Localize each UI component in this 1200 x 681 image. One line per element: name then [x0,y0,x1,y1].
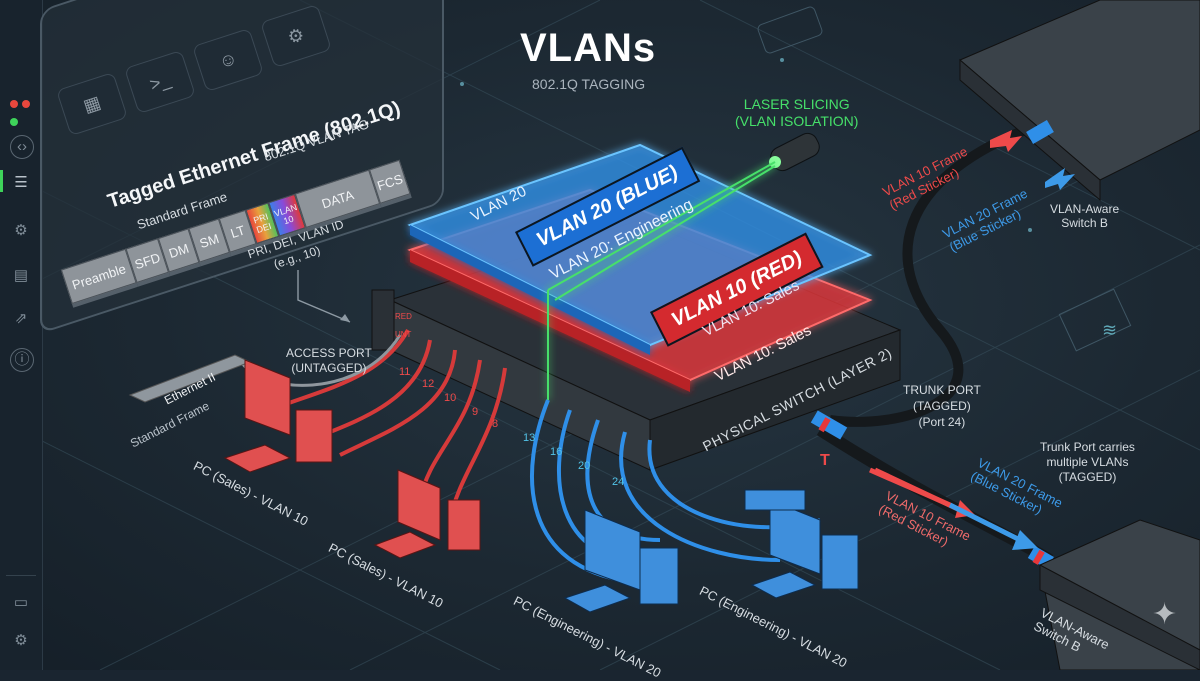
trunk-port-label: TRUNK PORT (TAGGED) (Port 24) [903,382,981,430]
pc-sales-2 [373,469,481,559]
pc-sales-1 [223,359,333,473]
trunk-marker: T [820,452,830,469]
list-icon[interactable]: ☰ [14,174,28,191]
frame-arrows [868,130,1075,550]
code-icon[interactable]: ‹› [10,135,34,159]
page-title: VLANs [520,26,657,70]
switch-b-top [959,0,1200,202]
access-port-line1: ACCESS PORT [286,346,372,360]
sidebar: ‹› ☰ ⚙ ▤ ⇗ ⓘ ▭ ⚙ [0,0,43,670]
pc-engineering-2 [744,489,859,599]
access-port-line2: (UNTAGGED) [291,361,367,375]
maximize-button[interactable] [10,118,18,126]
trunk-port-line3: (Port 24) [918,415,966,429]
sparkle-icon: ✦ [1152,598,1178,631]
trunk-note-line3: (TAGGED) [1058,470,1117,484]
port-number: 9 [472,406,479,418]
laser-beam [547,161,776,400]
laser-device [769,132,820,172]
trunk-port-line1: TRUNK PORT [903,383,981,397]
panel-label-red: RED [395,312,412,321]
sidebar-divider [6,575,36,576]
trunk-port-line2: (TAGGED) [913,399,971,413]
switch-b-top-label: VLAN-Aware Switch B [1050,202,1119,230]
wifi-icon: ≋ [1102,320,1117,340]
trunk-note-line1: Trunk Port carries [1040,440,1135,454]
wallet-icon[interactable]: ▤ [13,267,29,284]
share-icon[interactable]: ⇗ [14,310,28,327]
info-icon[interactable]: ⓘ [10,348,34,372]
chat-icon[interactable]: ▭ [13,594,29,611]
sidebar-active-indicator [0,170,3,192]
trunk-note: Trunk Port carries multiple VLANs (TAGGE… [1040,440,1135,485]
tag-pointer-arrow [297,270,351,323]
laser-label-line1: LASER SLICING [743,96,850,112]
window-controls [10,95,42,131]
switch-b-top-line1: VLAN-Aware [1050,202,1120,216]
port-number: 10 [444,392,457,404]
laser-label-line2: (VLAN ISOLATION) [735,113,859,129]
pc-engineering-1 [563,509,679,613]
port-number: 8 [492,418,499,430]
switch-b-top-line2: Switch B [1061,216,1108,230]
switch-b-bottom [1039,519,1200,670]
close-button[interactable] [10,100,18,108]
grid-search-icon [757,6,823,54]
wifi-tile [1058,288,1132,352]
page-subtitle: 802.1Q TAGGING [532,76,646,92]
settings-icon[interactable]: ⚙ [14,632,28,649]
panel-label-unt: UNT [395,330,412,339]
access-port-label: ACCESS PORT (UNTAGGED) [286,346,372,376]
port-number: 11 [399,366,411,378]
port-number: 20 [578,460,591,472]
laser-label: LASER SLICING (VLAN ISOLATION) [735,96,858,130]
minimize-button[interactable] [22,100,30,108]
port-number: 24 [612,476,625,488]
port-number: 16 [550,446,563,458]
trunk-note-line2: multiple VLANs [1046,455,1129,469]
port-number: 13 [523,432,536,444]
port-number: 12 [422,378,435,390]
gear-icon[interactable]: ⚙ [14,222,28,239]
